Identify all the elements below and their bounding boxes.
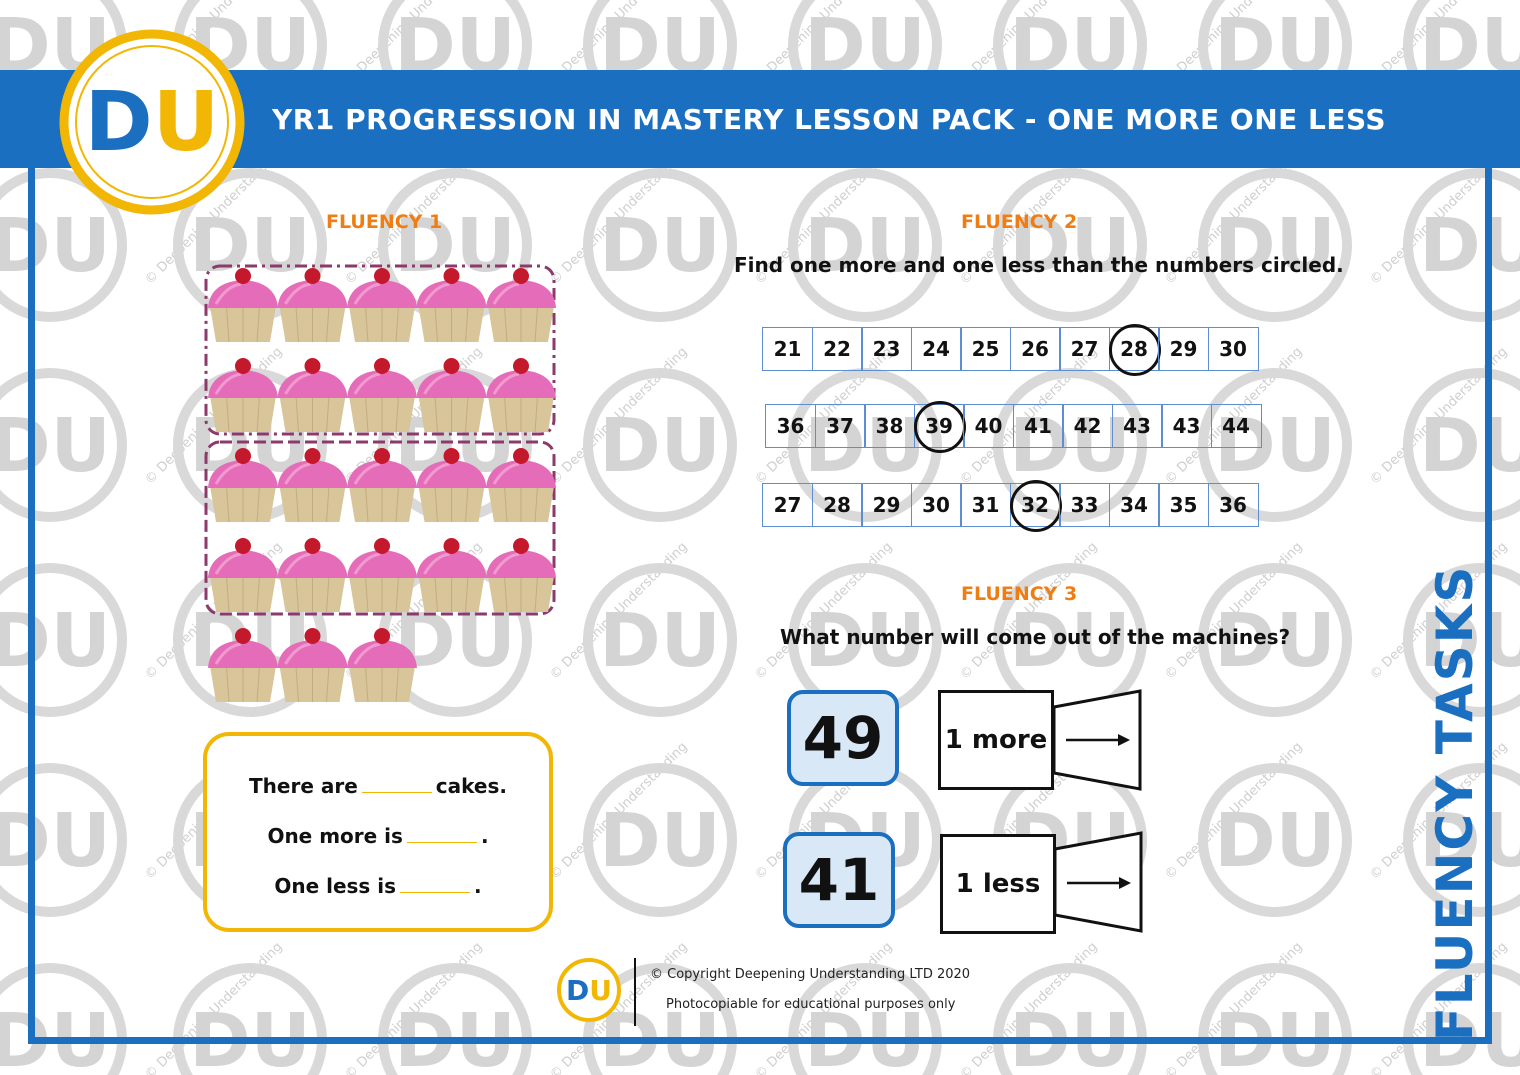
- number-cell: 41: [1012, 404, 1064, 448]
- blank-one-more[interactable]: [406, 824, 477, 843]
- number-cell: 30: [910, 483, 962, 527]
- footer-du-logo: DU: [557, 958, 621, 1022]
- answer-line-2-start: One more is: [267, 824, 403, 848]
- fluency3-title: FLUENCY 3: [961, 583, 1078, 605]
- cupcake-array: [204, 264, 556, 702]
- number-cell: 34: [1108, 483, 1160, 527]
- footer-note: Photocopiable for educational purposes o…: [666, 997, 956, 1012]
- answer-line-1-end: cakes.: [435, 774, 507, 798]
- number-cell: 31: [960, 483, 1011, 527]
- cupcake: [347, 628, 417, 702]
- du-logo: DU: [59, 29, 245, 215]
- machine-input-1: 49: [787, 690, 899, 786]
- page-title: YR1 PROGRESSION IN MASTERY LESSON PACK -…: [272, 103, 1387, 136]
- fluency2-title: FLUENCY 2: [961, 211, 1078, 233]
- number-cell: 40: [963, 404, 1014, 448]
- number-cell: 43: [1111, 404, 1163, 448]
- fluency1-title: FLUENCY 1: [326, 211, 443, 233]
- number-cell: 30: [1207, 327, 1259, 371]
- number-cell: 43: [1161, 404, 1212, 448]
- cupcake: [208, 448, 278, 523]
- answer-line-1-start: There are: [249, 774, 358, 798]
- number-cell: 28: [811, 483, 863, 527]
- machine-funnel-1: [1052, 689, 1142, 791]
- number-cell: 39: [913, 401, 966, 453]
- number-cell: 27: [1059, 327, 1110, 371]
- cupcake: [416, 538, 487, 613]
- cupcake: [416, 448, 487, 523]
- answer-line-3-end: .: [474, 874, 482, 898]
- number-cell: 21: [762, 327, 813, 371]
- cupcake: [347, 358, 417, 433]
- cupcake: [416, 358, 487, 433]
- answer-line-1: There are cakes.: [207, 774, 549, 798]
- footer-divider: [634, 958, 636, 1026]
- number-cell: 24: [910, 327, 962, 371]
- cupcake: [277, 538, 348, 613]
- cupcake: [277, 358, 348, 433]
- cupcake: [486, 448, 556, 523]
- svg-text:DU: DU: [566, 974, 612, 1007]
- number-cell: 27: [762, 483, 813, 527]
- cupcake: [416, 268, 487, 343]
- cupcake: [277, 448, 348, 523]
- machine-funnel-2: [1053, 831, 1143, 933]
- number-cell: 29: [1158, 327, 1209, 371]
- cupcake: [486, 538, 556, 613]
- number-cell: 33: [1059, 483, 1110, 527]
- blank-one-less[interactable]: [400, 874, 471, 893]
- number-cell: 38: [864, 404, 915, 448]
- number-cell: 42: [1062, 404, 1113, 448]
- number-cell: 37: [814, 404, 866, 448]
- side-label: FLUENCY TASKS: [1425, 565, 1485, 1042]
- answer-box: There are cakes. One more is. One less is…: [203, 732, 553, 932]
- number-cell: 36: [1207, 483, 1259, 527]
- logo-letter-u: U: [153, 75, 220, 170]
- number-cell: 36: [765, 404, 816, 448]
- footer-copyright: © Copyright Deepening Understanding LTD …: [650, 967, 971, 982]
- side-label-text: FLUENCY TASKS: [1426, 564, 1484, 1042]
- cupcake: [347, 538, 417, 613]
- number-cell: 25: [960, 327, 1011, 371]
- number-cell: 28: [1108, 324, 1161, 376]
- number-cell: 22: [811, 327, 863, 371]
- number-cell: 44: [1210, 404, 1262, 448]
- cupcake: [208, 268, 278, 343]
- cupcake: [347, 268, 417, 343]
- number-cell: 32: [1009, 480, 1062, 532]
- number-cell: 35: [1158, 483, 1209, 527]
- blank-cakes[interactable]: [361, 774, 432, 793]
- number-cell: 23: [861, 327, 912, 371]
- logo-text: DU: [85, 75, 220, 170]
- answer-line-3-start: One less is: [274, 874, 397, 898]
- cupcake: [347, 448, 417, 523]
- fluency3-instruction: What number will come out of the machine…: [780, 625, 1291, 649]
- number-cell: 26: [1009, 327, 1061, 371]
- answer-line-2-end: .: [480, 824, 489, 848]
- cupcake: [208, 538, 278, 613]
- cupcake: [486, 358, 556, 433]
- logo-letter-d: D: [85, 75, 153, 170]
- cupcake: [277, 268, 348, 343]
- fluency2-instruction: Find one more and one less than the numb…: [734, 253, 1344, 277]
- machine-label-1: 1 more: [938, 690, 1054, 790]
- number-cell: 29: [861, 483, 912, 527]
- answer-line-2: One more is.: [207, 824, 549, 848]
- machine-label-2: 1 less: [940, 834, 1056, 934]
- cupcake: [486, 268, 556, 343]
- answer-line-3: One less is.: [207, 874, 549, 898]
- cupcake: [208, 628, 278, 702]
- cupcake: [208, 358, 278, 433]
- machine-input-2: 41: [783, 832, 895, 928]
- cupcake: [277, 628, 348, 702]
